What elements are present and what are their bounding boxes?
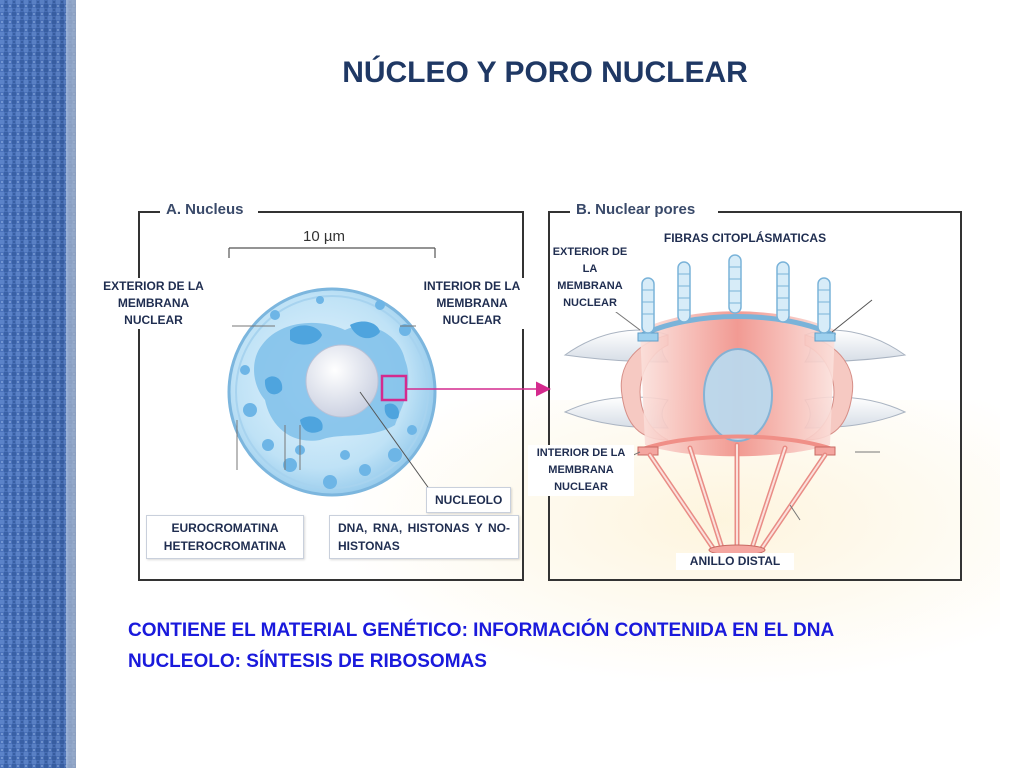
cytoplasmic-fibril [817, 277, 831, 334]
cytoplasmic-fibril [641, 277, 655, 334]
label-interior-membrane-a: INTERIOR DE LA MEMBRANA NUCLEAR [416, 278, 528, 329]
scale-bar-label: 10 µm [300, 228, 348, 245]
cytoplasmic-fibril [728, 254, 742, 314]
label-interior-membrane-b: INTERIOR DE LA MEMBRANA NUCLEAR [528, 445, 634, 496]
statement-nucleolo: NUCLEOLO: SÍNTESIS DE RIBOSOMAS [128, 651, 487, 672]
label-exterior-membrane-b: EXTERIOR DE LA MEMBRANA NUCLEAR [550, 244, 630, 312]
panel-a-heading: A. Nucleus [162, 201, 248, 218]
nucleus-cell [227, 287, 437, 497]
label-exterior-membrane-a: EXTERIOR DE LA MEMBRANA NUCLEAR [96, 278, 211, 329]
label-nucleolo: NUCLEOLO [426, 487, 512, 513]
panel-b-frame [548, 211, 962, 581]
sidebar-texture [0, 0, 76, 768]
label-anillo-distal: ANILLO DISTAL [676, 553, 794, 570]
nuclear-pore [563, 254, 907, 556]
label-dna-rna: DNA, RNA, HISTONAS Y NO-HISTONAS [329, 515, 519, 559]
panel-a-frame [138, 211, 524, 581]
label-cromatina: EUROCROMATINA HETEROCROMATINA [146, 515, 304, 559]
cytoplasmic-fibril [677, 261, 691, 323]
panel-b-heading: B. Nuclear pores [572, 201, 700, 218]
statement-material-genetico: CONTIENE EL MATERIAL GENÉTICO: INFORMACI… [128, 620, 835, 641]
page-title: NÚCLEO Y PORO NUCLEAR [342, 56, 748, 89]
scale-bar [228, 247, 436, 258]
label-fibras-citoplasmaticas: FIBRAS CITOPLÁSMATICAS [650, 230, 840, 247]
cytoplasmic-fibril [776, 261, 790, 323]
